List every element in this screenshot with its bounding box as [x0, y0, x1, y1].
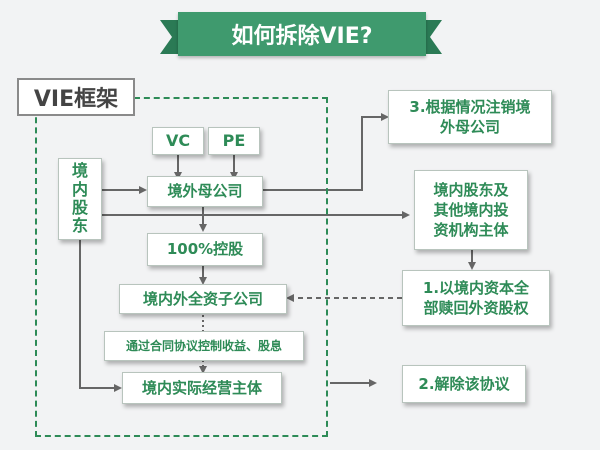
domestic-entity-label: 境内实际经营主体: [141, 378, 262, 397]
domestic-investors-label: 境内股东及 其他境内投 资机构主体: [433, 180, 509, 240]
step1-box: 1.以境内资本全 部赎回外资股权: [402, 270, 550, 326]
domestic-entity-box: 境内实际经营主体: [122, 372, 282, 404]
arrow-parent-to-step3: [263, 113, 389, 191]
holding-box: 100%控股: [147, 233, 263, 266]
step3-label: 3.根据情况注销境 外母公司: [409, 97, 531, 136]
pe-box: PE: [208, 127, 260, 155]
step2-box: 2.解除该协议: [402, 365, 526, 403]
step2-label: 2.解除该协议: [418, 374, 510, 393]
vc-box: VC: [152, 127, 204, 155]
wfoe-label: 境内外全资子公司: [142, 289, 263, 308]
holding-label: 100%控股: [166, 240, 244, 259]
vc-label: VC: [165, 131, 191, 151]
pe-label: PE: [222, 131, 246, 151]
offshore-parent-label: 境外母公司: [167, 182, 243, 201]
contract-control-box: 通过合同协议控制收益、股息: [104, 331, 304, 361]
page-title: 如何拆除VIE?: [178, 12, 426, 56]
domestic-shareholders-box: 境 内 股 东: [58, 158, 102, 240]
contract-control-label: 通过合同协议控制收益、股息: [125, 338, 282, 353]
step1-label: 1.以境内资本全 部赎回外资股权: [422, 278, 530, 317]
vie-frame-label: VIE框架: [17, 78, 135, 116]
offshore-parent-box: 境外母公司: [147, 176, 263, 207]
domestic-shareholders-label: 境 内 股 东: [71, 161, 88, 236]
domestic-investors-box: 境内股东及 其他境内投 资机构主体: [414, 170, 528, 250]
arrow-shareholders-to-entity: [79, 240, 122, 392]
vie-frame: [35, 97, 328, 437]
step3-box: 3.根据情况注销境 外母公司: [388, 90, 552, 144]
wfoe-box: 境内外全资子公司: [119, 284, 287, 314]
